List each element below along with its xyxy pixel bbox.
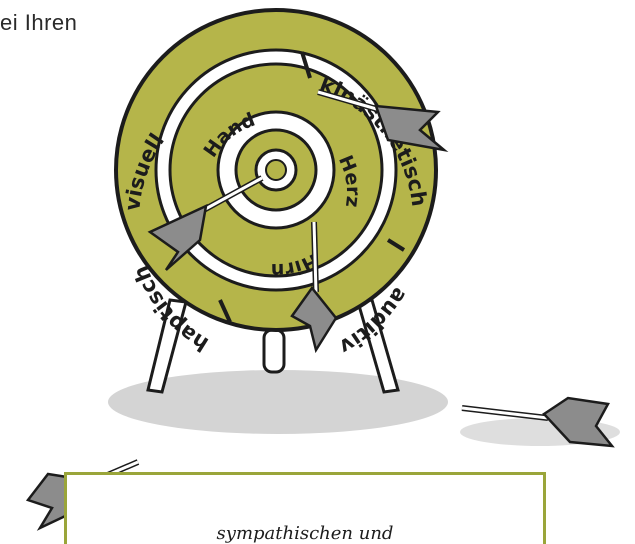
dartboard xyxy=(116,10,436,330)
caption-box: sympathischen und xyxy=(64,472,546,544)
caption-text: sympathischen und xyxy=(67,523,543,544)
